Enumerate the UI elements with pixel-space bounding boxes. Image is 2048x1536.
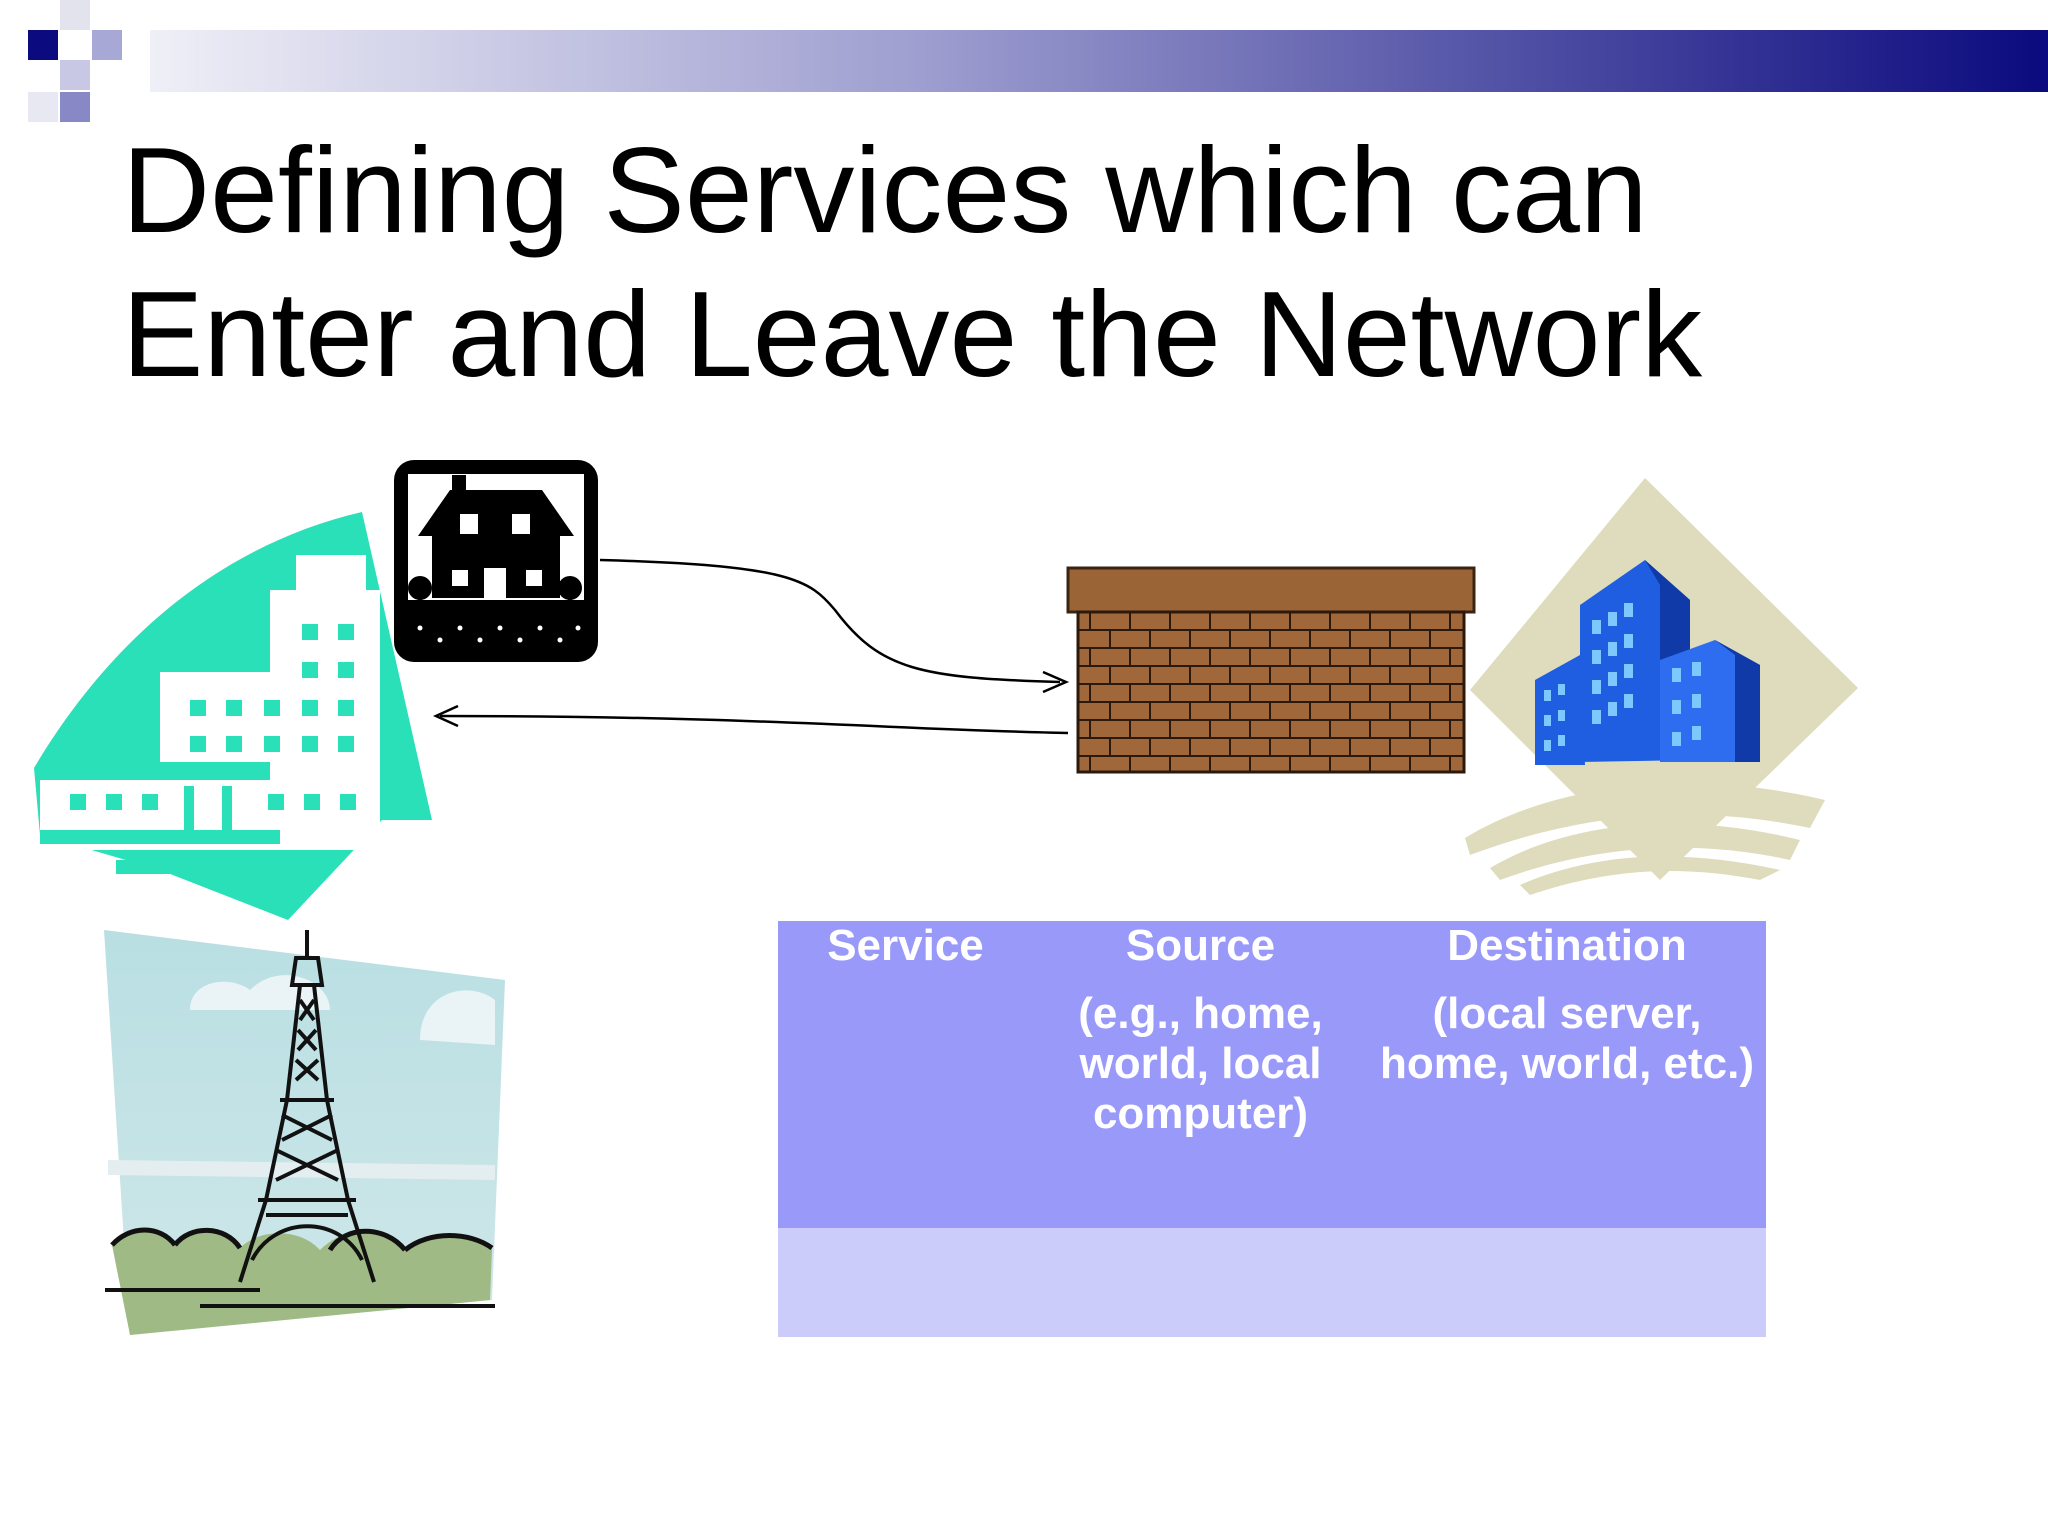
inbound-arrowhead	[432, 704, 459, 728]
header-gradient-bar	[0, 0, 2048, 125]
header-cell-destination: Destination (local server, home, world, …	[1368, 921, 1766, 1228]
logo-square-dim	[60, 92, 90, 122]
logo-square-light	[60, 0, 90, 30]
connection-arrows	[432, 558, 1070, 735]
gradient-band	[0, 30, 2048, 92]
table-cell	[778, 1228, 1033, 1337]
column-header-hint: (e.g., home, world, local computer)	[1078, 989, 1323, 1138]
house-icon	[394, 460, 598, 662]
header-cell-service: Service	[778, 921, 1033, 1228]
brick-wall-icon	[1066, 566, 1476, 774]
table-header-row: Service Source (e.g., home, world, local…	[778, 921, 1766, 1228]
logo-square-navy	[28, 30, 58, 60]
title-line-1: Defining Services which can	[122, 122, 1648, 258]
header-cell-source: Source (e.g., home, world, local compute…	[1033, 921, 1368, 1228]
service-table: Service Source (e.g., home, world, local…	[778, 921, 1766, 1337]
logo-square-pale	[60, 60, 90, 90]
logo-square-mid	[92, 30, 122, 60]
table-cell	[1368, 1228, 1766, 1337]
title-line-2: Enter and Leave the Network	[122, 266, 1703, 402]
inbound-arrow	[439, 714, 1069, 735]
skyscraper-icon	[1465, 478, 1858, 895]
logo-square-faint	[28, 92, 58, 122]
column-header-label: Destination	[1447, 921, 1687, 970]
table-cell	[1033, 1228, 1368, 1337]
slide-title: Defining Services which can Enter and Le…	[122, 118, 1972, 406]
table-row	[778, 1228, 1766, 1337]
column-header-label: Source	[1125, 921, 1276, 970]
outbound-arrow	[599, 558, 1061, 684]
eiffel-tower-icon	[104, 930, 505, 1335]
column-header-hint: (local server, home, world, etc.)	[1379, 989, 1755, 1088]
outbound-arrowhead	[1042, 670, 1070, 694]
column-header-label: Service	[827, 921, 984, 970]
office-building-icon	[34, 512, 432, 920]
